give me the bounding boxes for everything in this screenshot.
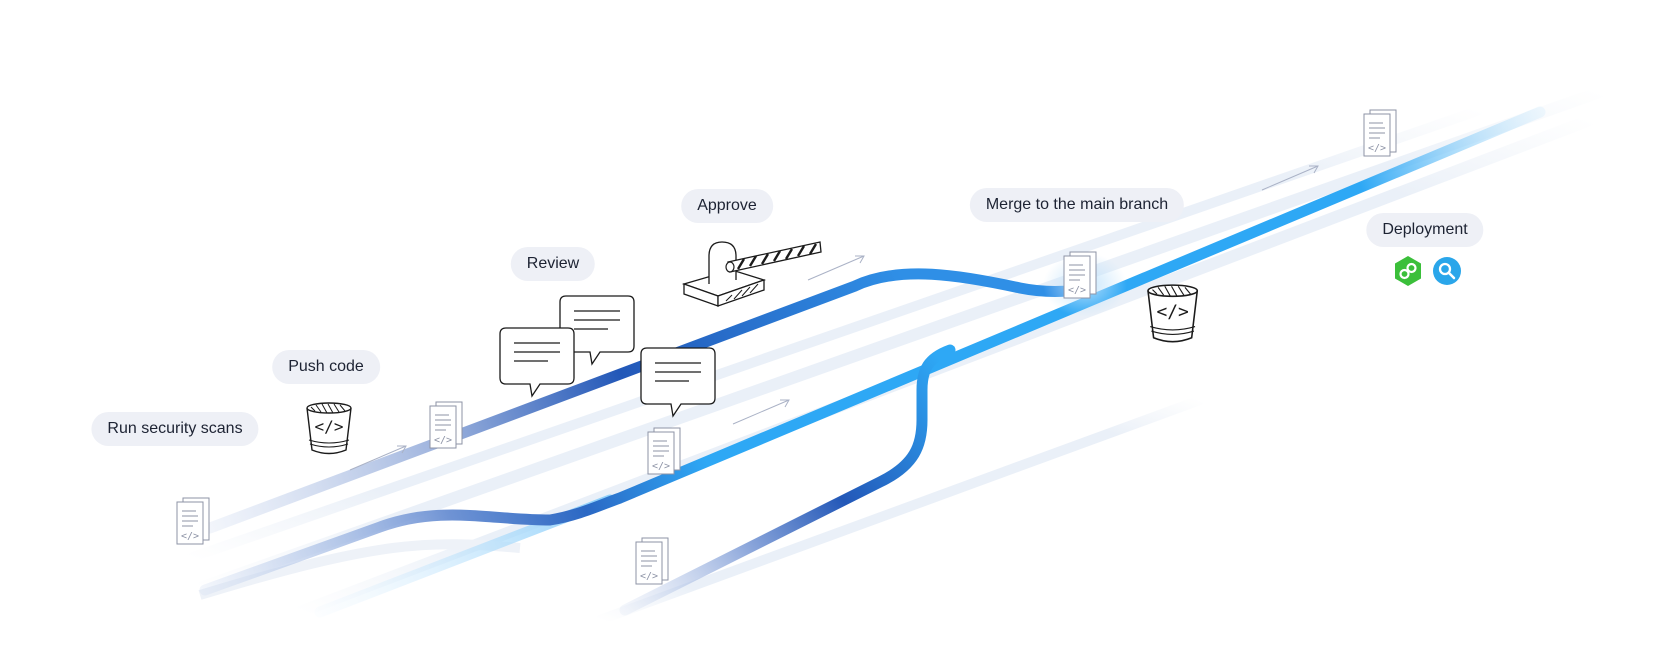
- main-branch: [199, 106, 1546, 596]
- code-document-icon: [429, 401, 463, 449]
- review-comments: [499, 295, 716, 417]
- direction-arrow-icon: [732, 399, 790, 425]
- branch-lines: [199, 106, 1546, 618]
- step-label-review: Review: [510, 247, 596, 281]
- code-document-icon: [1363, 109, 1397, 157]
- green-link-app-icon: [1395, 256, 1421, 286]
- code-document-icon: [1063, 251, 1097, 299]
- code-repository-icon: [306, 402, 352, 455]
- step-label-push-code: Push code: [272, 350, 380, 384]
- approval-barrier-icon: [681, 241, 822, 307]
- direction-arrow-icon: [807, 255, 865, 281]
- step-label-deployment: Deployment: [1366, 213, 1484, 247]
- step-label-run-security-scans: Run security scans: [91, 412, 259, 446]
- code-document-icon: [635, 537, 669, 585]
- blue-search-app-icon: [1433, 257, 1461, 285]
- code-document-icon: [176, 497, 210, 545]
- review-comment-icon: [499, 327, 575, 397]
- background-tracks: [185, 86, 1606, 625]
- step-label-merge: Merge to the main branch: [969, 188, 1185, 222]
- deployment-apps: [1395, 256, 1461, 286]
- code-repository-icon: [1147, 284, 1199, 343]
- step-label-approve: Approve: [681, 189, 773, 223]
- hotfix-branch: [619, 344, 956, 616]
- code-document-icon: [647, 427, 681, 475]
